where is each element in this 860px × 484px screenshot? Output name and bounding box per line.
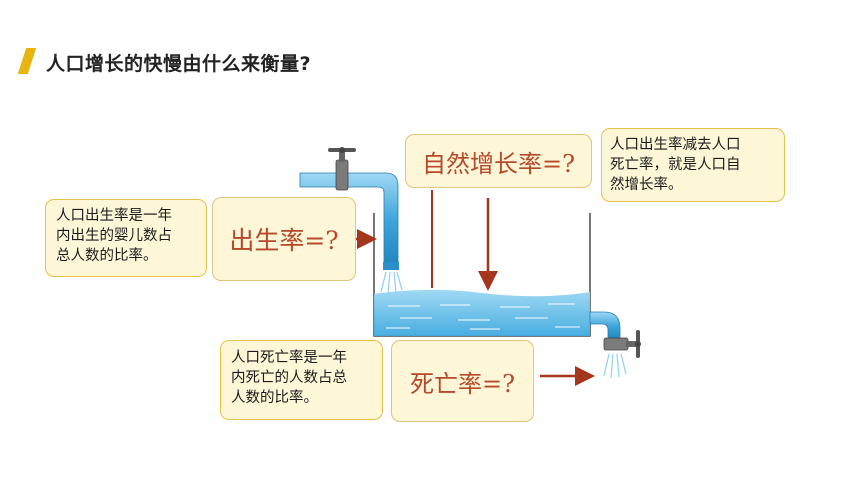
- natural-growth-formula: 自然增长率=?: [422, 149, 575, 178]
- outlet-water-stream: [603, 353, 627, 379]
- note-line: 人口死亡率是一年: [231, 350, 347, 366]
- birth-rate-formula: 出生率=?: [229, 226, 339, 255]
- inlet-tap-icon: [328, 147, 356, 191]
- birth-rate-formula-box: 出生率=?: [212, 197, 356, 281]
- birth-rate-note: 人口出生率是一年 内出生的婴儿数占 总人数的比率。: [45, 199, 207, 277]
- note-line: 内死亡的人数占总: [231, 370, 347, 386]
- note-line: 人数的比率。: [231, 390, 318, 406]
- death-rate-note: 人口死亡率是一年 内死亡的人数占总 人数的比率。: [220, 340, 383, 420]
- note-line: 人口出生率是一年: [56, 208, 172, 224]
- note-line: 总人数的比率。: [56, 248, 158, 264]
- outlet-tap-icon: [603, 330, 641, 358]
- inlet-pipe: [299, 172, 399, 270]
- death-rate-formula: 死亡率=?: [410, 369, 515, 398]
- note-line: 内出生的婴儿数占: [56, 228, 172, 244]
- natural-growth-formula-box: 自然增长率=?: [405, 134, 592, 188]
- page-title: 人口增长的快慢由什么来衡量?: [46, 53, 312, 75]
- water-tank: [373, 213, 591, 337]
- note-line: 死亡率，就是人口自: [610, 157, 741, 173]
- natural-growth-note: 人口出生率减去人口 死亡率，就是人口自 然增长率。: [601, 128, 785, 202]
- death-rate-formula-box: 死亡率=?: [391, 340, 534, 422]
- outlet-pipe: [589, 311, 621, 341]
- note-line: 人口出生率减去人口: [610, 137, 741, 153]
- note-line: 然增长率。: [610, 177, 683, 193]
- inlet-water-stream: [380, 271, 403, 294]
